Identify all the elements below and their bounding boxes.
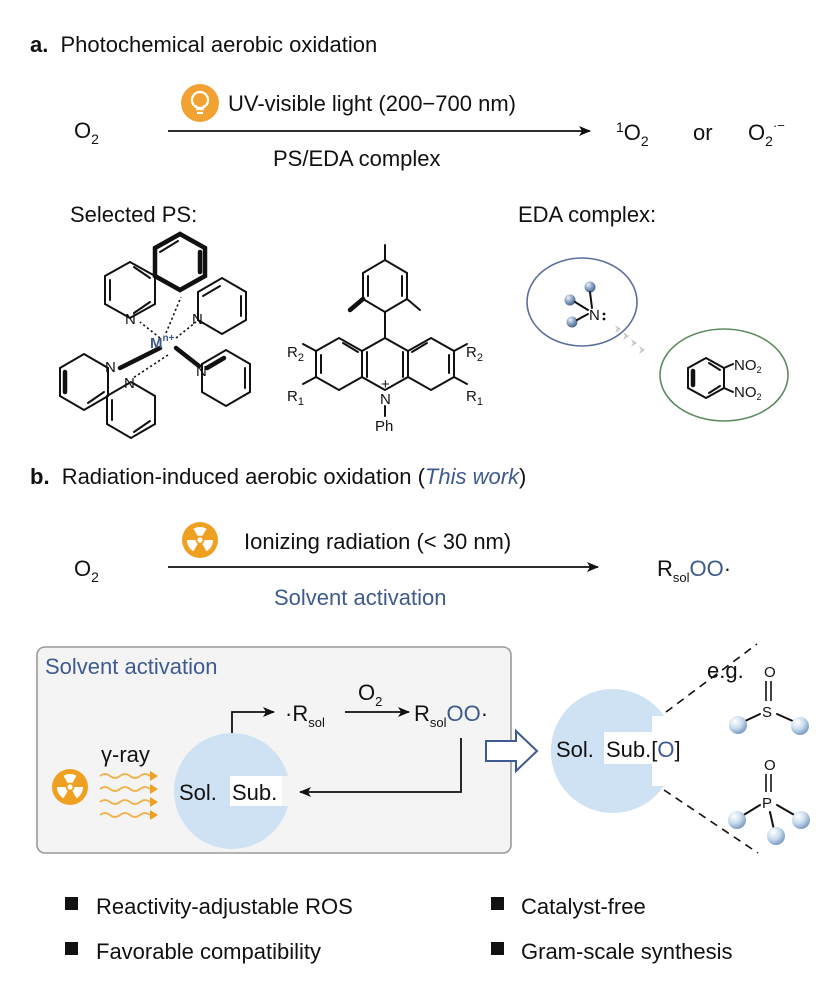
svg-text:P: P	[762, 795, 772, 812]
bullet-icon	[491, 897, 504, 910]
acceptor-ellipse	[659, 328, 789, 422]
section-a-heading: a. Photochemical aerobic oxidation	[30, 32, 377, 57]
svg-text:a. Photochemical aerobic: a. Photochemical aerobic oxidation	[30, 32, 377, 57]
svg-text:N: N	[105, 359, 116, 376]
cycle-arrow-return	[299, 738, 462, 797]
o2-over-arrow: O2	[358, 680, 382, 709]
section-b-arrow-bottom-text: Solvent activation	[274, 585, 446, 610]
section-b-product: RsolOO·	[657, 556, 731, 585]
feature-item: Favorable compatibility	[96, 939, 321, 964]
metal-center: Mn+	[150, 333, 175, 352]
section-a-product-superoxide: O2·−	[748, 118, 785, 149]
section-a-arrow-top-text: UV-visible light (200−700 nm)	[228, 91, 516, 116]
eg-label: e.g.	[707, 658, 744, 683]
svg-text:N: N	[125, 311, 136, 328]
cycle-arrow-up	[231, 707, 275, 733]
section-a-reactant: O2	[74, 118, 99, 147]
svg-text:R2: R2	[287, 344, 304, 364]
gamma-ray-waves-icon	[99, 773, 151, 818]
gamma-ray-label: γ-ray	[101, 742, 150, 767]
svg-text:N: N	[380, 391, 391, 408]
section-a-or: or	[693, 120, 713, 145]
sol-label-product: Sol.	[556, 737, 594, 762]
svg-text:N: N	[192, 311, 203, 328]
bullet-icon	[65, 897, 78, 910]
dashed-guide-upper	[665, 643, 758, 713]
svg-text:S: S	[762, 704, 772, 721]
svg-text:N: N	[196, 363, 207, 380]
radiation-icon	[182, 522, 218, 558]
sub-label: Sub.	[232, 780, 277, 805]
eda-complex-label: EDA complex:	[518, 202, 656, 227]
section-a-arrow-bottom-text: PS/EDA complex	[273, 146, 441, 171]
radiation-icon-box	[52, 769, 88, 805]
metal-bipyridine-complex: N N N N N Mn+	[59, 231, 251, 440]
dashed-guide-lower	[663, 789, 759, 854]
lightbulb-icon	[181, 84, 219, 122]
svg-text:R2: R2	[466, 344, 483, 364]
donor-ellipse	[526, 257, 638, 347]
feature-item: Gram-scale synthesis	[521, 939, 733, 964]
bullet-icon	[65, 942, 78, 955]
svg-text:NO2: NO2	[734, 384, 762, 402]
svg-text:+: +	[381, 376, 390, 393]
feature-item: Reactivity-adjustable ROS	[96, 894, 353, 919]
peroxyl-radical: RsolOO·	[414, 701, 488, 730]
selected-ps-label: Selected PS:	[70, 202, 197, 227]
solvent-radical: ·Rsol	[285, 701, 325, 730]
section-a-label: a.	[30, 32, 48, 57]
sub-oxidized-label: Sub.[O]	[606, 737, 681, 762]
section-a-product-singlet-oxygen: 1O2	[616, 119, 649, 149]
svg-text:O: O	[764, 757, 776, 774]
svg-text:O: O	[764, 664, 776, 681]
acridinium-photocatalyst: R2 R1 R2 R1 N + Ph	[287, 244, 483, 435]
svg-text:R1: R1	[466, 388, 483, 408]
svg-text:R1: R1	[287, 388, 304, 408]
sulfoxide-example: O S	[729, 664, 809, 735]
hollow-transfer-arrow	[485, 728, 539, 774]
solvent-activation-box-title: Solvent activation	[45, 654, 217, 679]
svg-text:N: N	[124, 375, 135, 392]
phosphine-oxide-example: O P	[728, 757, 810, 845]
bullet-icon	[491, 942, 504, 955]
svg-text:N: N	[589, 307, 600, 324]
section-b-heading: b. Radiation-induced aerobic oxidation (…	[30, 464, 526, 489]
svg-text:Ph: Ph	[375, 418, 393, 435]
section-b-reactant: O2	[74, 556, 99, 585]
svg-text:NO2: NO2	[734, 357, 762, 375]
sol-label: Sol.	[179, 780, 217, 805]
eda-complex-graphic: N NO2 NO2	[526, 257, 789, 422]
section-b-arrow-top-text: Ionizing radiation (< 30 nm)	[244, 529, 511, 554]
feature-list: Reactivity-adjustable ROS Catalyst-free …	[65, 894, 733, 964]
section-a-title: Photochemical aerobic oxidation	[60, 32, 377, 57]
feature-item: Catalyst-free	[521, 894, 646, 919]
